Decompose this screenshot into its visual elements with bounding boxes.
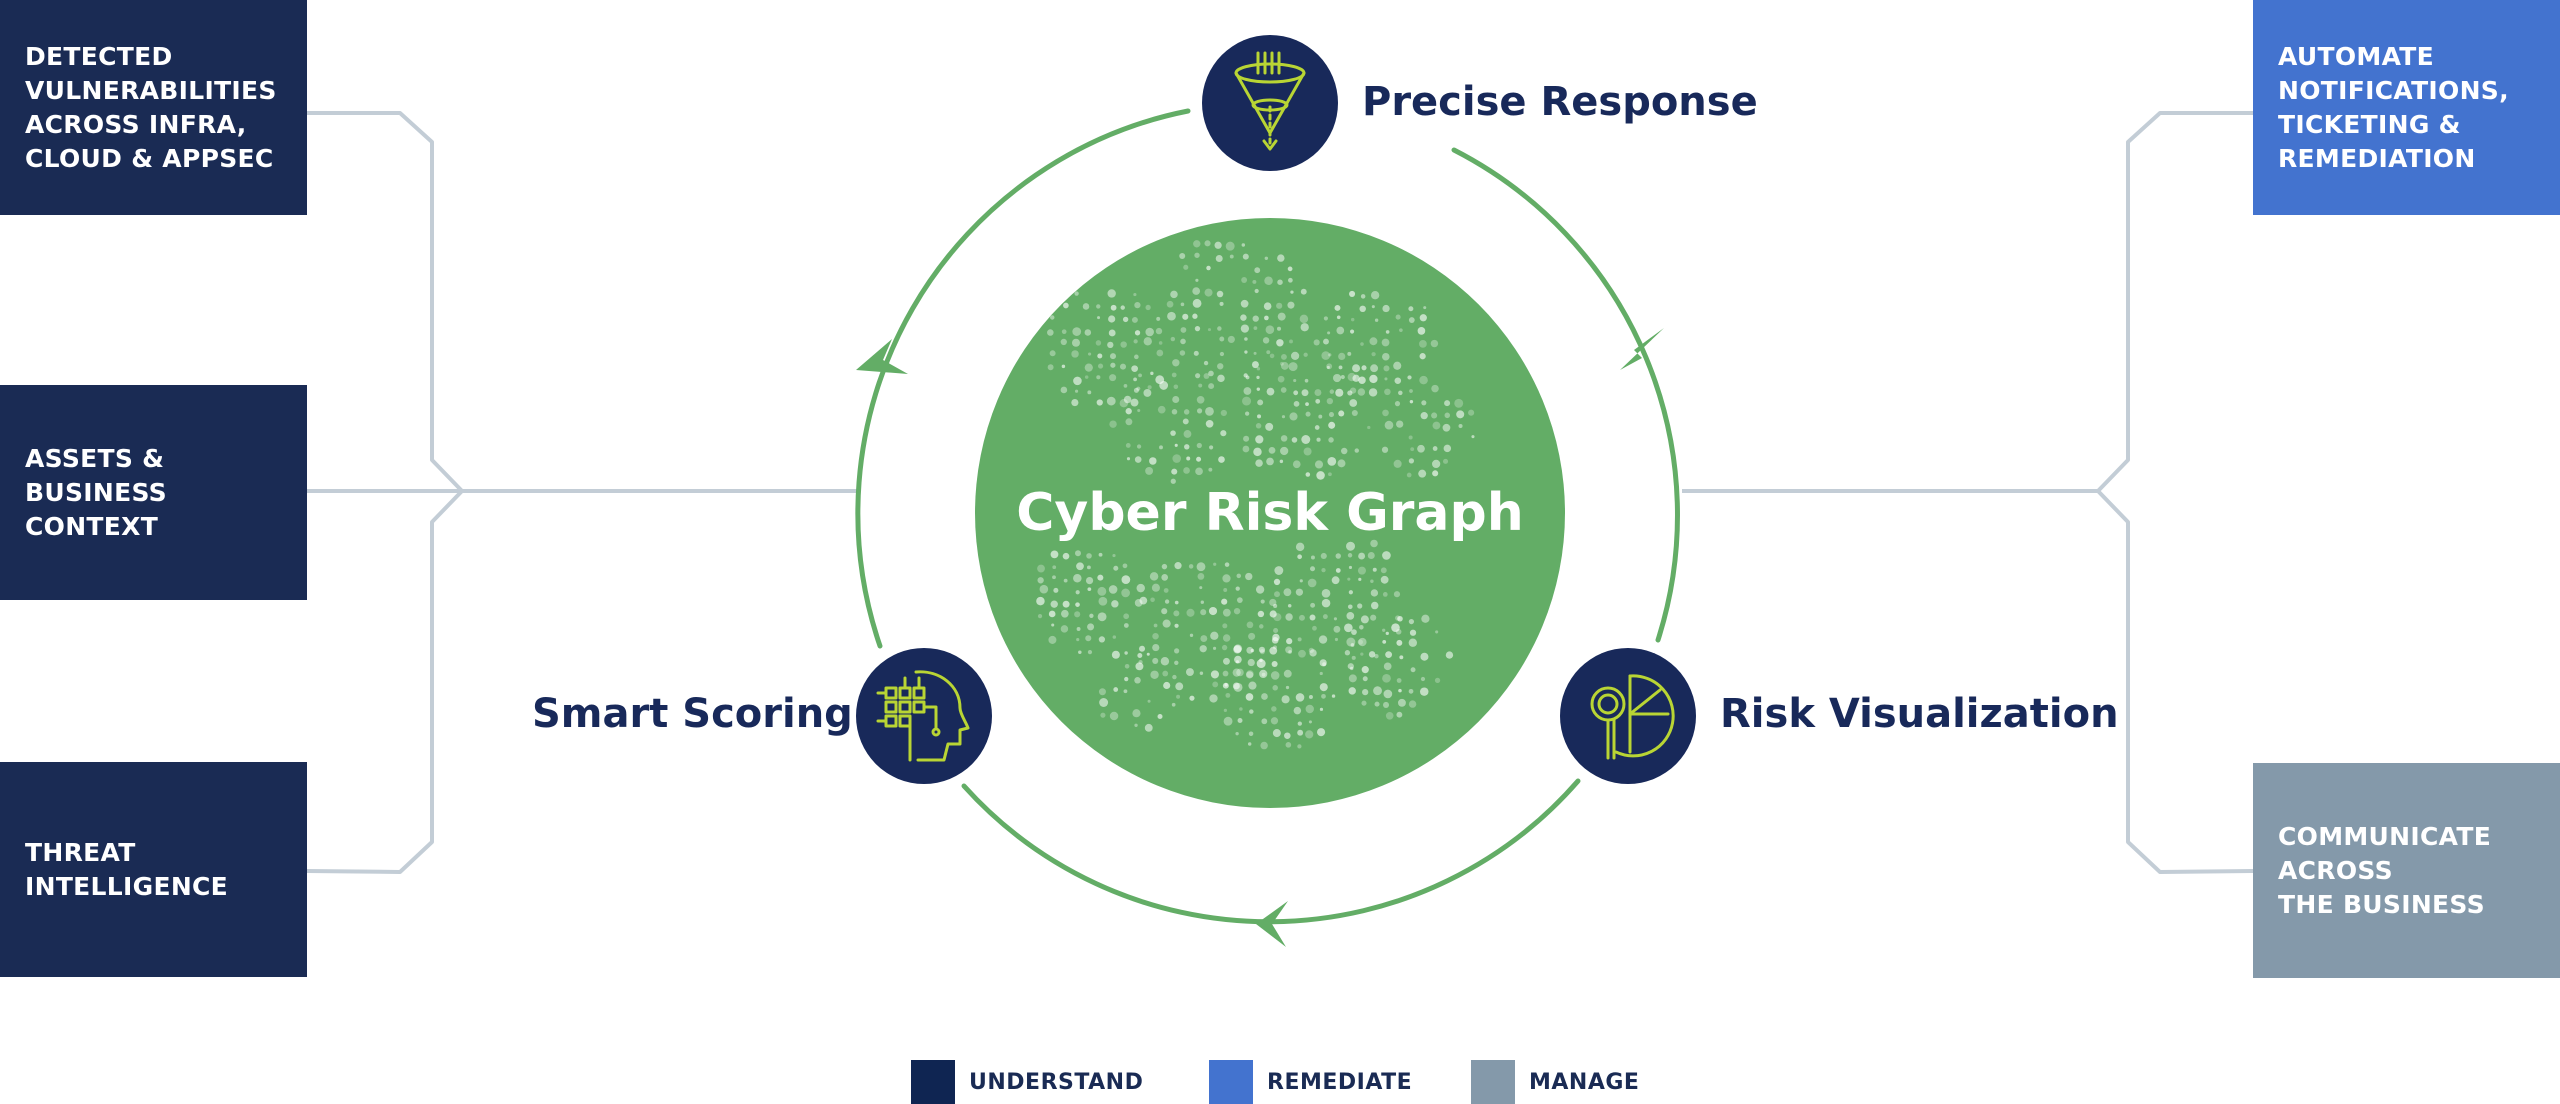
input-box-assets: ASSETS & BUSINESS CONTEXT bbox=[0, 385, 307, 600]
step-label-precise-response: Precise Response bbox=[1362, 79, 1758, 125]
legend-swatch bbox=[1471, 1060, 1515, 1104]
legend-label: UNDERSTAND bbox=[969, 1069, 1144, 1095]
legend-item-manage: MANAGE bbox=[1471, 1060, 1639, 1104]
node-risk-visualization bbox=[1560, 648, 1696, 784]
legend-item-remediate: REMEDIATE bbox=[1209, 1060, 1412, 1104]
input-label: THREAT INTELLIGENCE bbox=[25, 837, 229, 901]
output-box-automate: AUTOMATE NOTIFICATIONS, TICKETING & REME… bbox=[2253, 0, 2560, 215]
legend-label: MANAGE bbox=[1529, 1069, 1640, 1095]
legend-item-understand: UNDERSTAND bbox=[911, 1060, 1143, 1104]
legend-swatch bbox=[911, 1060, 955, 1104]
arrow-head-right bbox=[1620, 328, 1664, 370]
arrow-head-bottom bbox=[1256, 901, 1288, 947]
step-label-risk-visualization: Risk Visualization bbox=[1720, 691, 2119, 737]
input-box-vulnerabilities: DETECTED VULNERABILITIES ACROSS INFRA, C… bbox=[0, 0, 307, 215]
hub-title: Cyber Risk Graph bbox=[1016, 483, 1524, 543]
legend-label: REMEDIATE bbox=[1267, 1069, 1413, 1095]
output-label: AUTOMATE NOTIFICATIONS, TICKETING & REME… bbox=[2278, 41, 2509, 173]
graph-dots-pattern bbox=[1036, 240, 1475, 750]
ai-head-icon bbox=[876, 670, 970, 762]
output-box-communicate: COMMUNICATE ACROSS THE BUSINESS bbox=[2253, 763, 2560, 978]
input-label: DETECTED VULNERABILITIES ACROSS INFRA, C… bbox=[25, 41, 277, 173]
input-label: ASSETS & BUSINESS CONTEXT bbox=[25, 443, 167, 541]
cyber-risk-graph-hub: Cyber Risk Graph bbox=[975, 218, 1565, 808]
node-smart-scoring bbox=[856, 648, 992, 784]
output-label: COMMUNICATE ACROSS THE BUSINESS bbox=[2278, 821, 2492, 919]
node-precise-response bbox=[1202, 35, 1338, 171]
input-box-threat-intelligence: THREAT INTELLIGENCE bbox=[0, 762, 307, 977]
step-label-smart-scoring: Smart Scoring bbox=[532, 691, 853, 737]
magnifier-pie-chart-icon bbox=[1590, 674, 1675, 760]
funnel-icon bbox=[1234, 51, 1306, 151]
legend-swatch bbox=[1209, 1060, 1253, 1104]
arrow-head-left bbox=[856, 339, 908, 374]
